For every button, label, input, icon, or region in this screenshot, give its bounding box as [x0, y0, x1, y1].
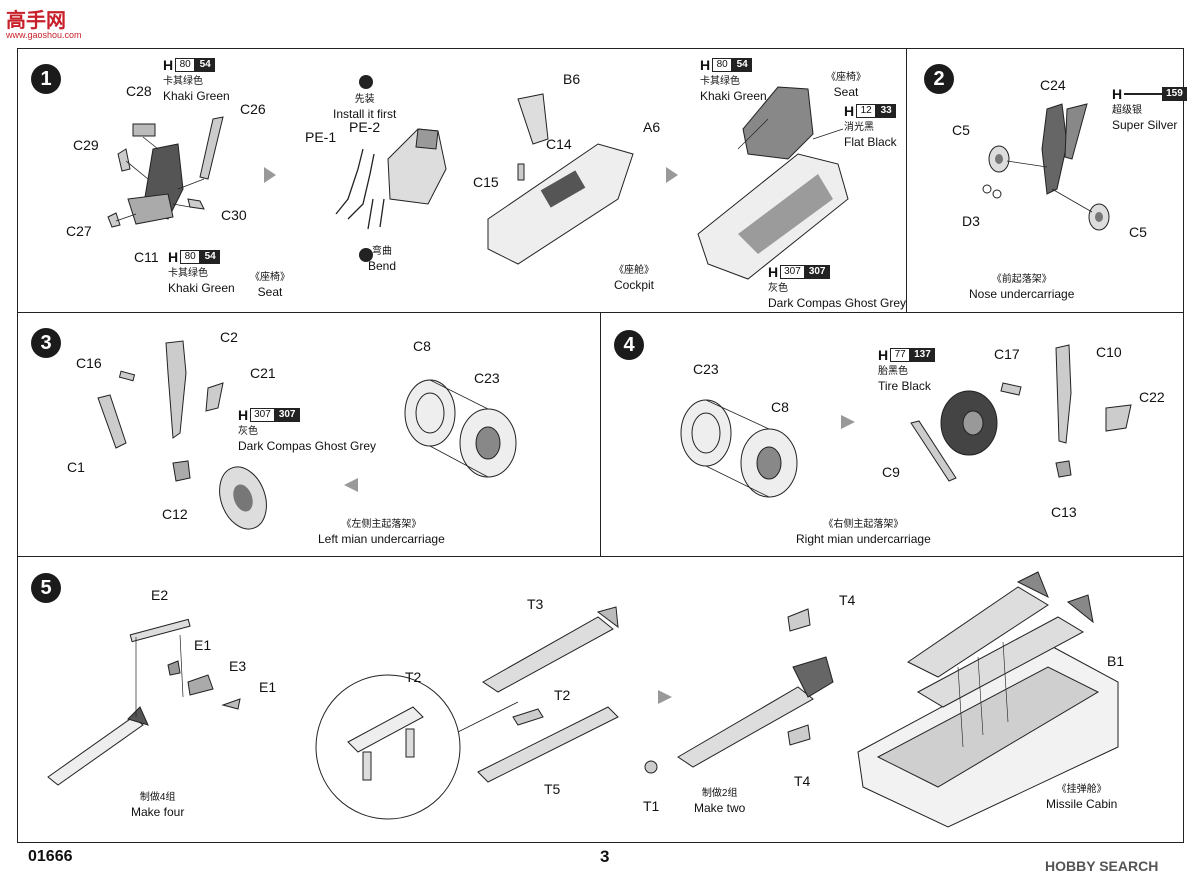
hobby-search-watermark: HOBBY SEARCH: [1045, 858, 1159, 874]
label-b6: B6: [563, 71, 581, 87]
label-t4-bottom: T4: [794, 773, 811, 789]
label-c26: C26: [240, 101, 266, 117]
label-c30: C30: [221, 207, 247, 223]
label-c10: C10: [1096, 344, 1122, 360]
label-c29: C29: [73, 137, 99, 153]
label-t4-top: T4: [839, 592, 856, 608]
seat-caption: 《座椅》Seat: [250, 272, 290, 299]
logo-text: 高手网: [6, 10, 66, 32]
label-t5: T5: [544, 781, 561, 797]
label-t1: T1: [643, 798, 660, 814]
step-4-number: 4: [614, 330, 644, 360]
label-c21: C21: [250, 365, 276, 381]
label-c27: C27: [66, 223, 92, 239]
label-e1-bottom: E1: [259, 679, 277, 695]
label-c12: C12: [162, 506, 188, 522]
step-1-panel: 1: [17, 48, 907, 313]
product-code: 01666: [28, 848, 73, 865]
label-c15: C15: [473, 174, 499, 190]
label-b1: B1: [1107, 653, 1125, 669]
step-5-number: 5: [31, 573, 61, 603]
label-c9: C9: [882, 464, 900, 480]
label-c22: C22: [1139, 389, 1165, 405]
label-pe2: PE-2: [349, 119, 381, 135]
step-4-drawing: [680, 344, 1132, 498]
label-c24: C24: [1040, 77, 1066, 93]
label-t3: T3: [527, 596, 544, 612]
cockpit-caption: 《座舱》Cockpit: [614, 265, 655, 292]
label-t2: T2: [554, 687, 571, 703]
step-5-drawing: [47, 571, 1119, 828]
label-c1: C1: [67, 459, 85, 475]
label-c11: C11: [134, 249, 159, 265]
step-2-number: 2: [924, 64, 954, 94]
step-1-number: 1: [31, 64, 61, 94]
label-c14: C14: [546, 136, 572, 152]
label-c8-r: C8: [771, 399, 789, 415]
label-c28: C28: [126, 83, 152, 99]
label-c16: C16: [76, 355, 102, 371]
label-c5-right: C5: [1129, 224, 1147, 240]
label-c17: C17: [994, 346, 1020, 362]
seat-caption-right: 《座椅》Seat: [826, 72, 866, 99]
step-3-number: 3: [31, 328, 61, 358]
logo-url: www.gaoshou.com: [6, 30, 82, 40]
label-a6: A6: [643, 119, 661, 135]
step-1-drawing: [107, 75, 849, 280]
label-c8: C8: [413, 338, 431, 354]
label-t2-detail: T2: [405, 669, 422, 685]
label-pe1: PE-1: [305, 129, 337, 145]
label-e2: E2: [151, 587, 169, 603]
label-e3: E3: [229, 658, 247, 674]
page-number: 3: [600, 847, 610, 866]
step-5-panel: 5: [17, 556, 1184, 843]
label-c23: C23: [474, 370, 500, 386]
label-d3: D3: [962, 213, 980, 229]
step-3-drawing: [97, 340, 517, 530]
nose-undercarriage-caption: 《前起落架》Nose undercarriage: [969, 274, 1075, 301]
label-e1-top: E1: [194, 637, 212, 653]
label-c2: C2: [220, 329, 238, 345]
left-main-undercarriage-caption: 《左侧主起落架》Left mian undercarriage: [318, 519, 445, 546]
site-logo: 高手网 www.gaoshou.com: [6, 4, 82, 40]
label-c13: C13: [1051, 504, 1077, 520]
right-main-undercarriage-caption: 《右侧主起落架》Right mian undercarriage: [796, 519, 931, 546]
missile-cabin-caption: 《挂弹舱》Missile Cabin: [1046, 784, 1118, 811]
label-c23-r: C23: [693, 361, 719, 377]
step-2-drawing: [982, 103, 1110, 231]
label-c5-left: C5: [952, 122, 970, 138]
